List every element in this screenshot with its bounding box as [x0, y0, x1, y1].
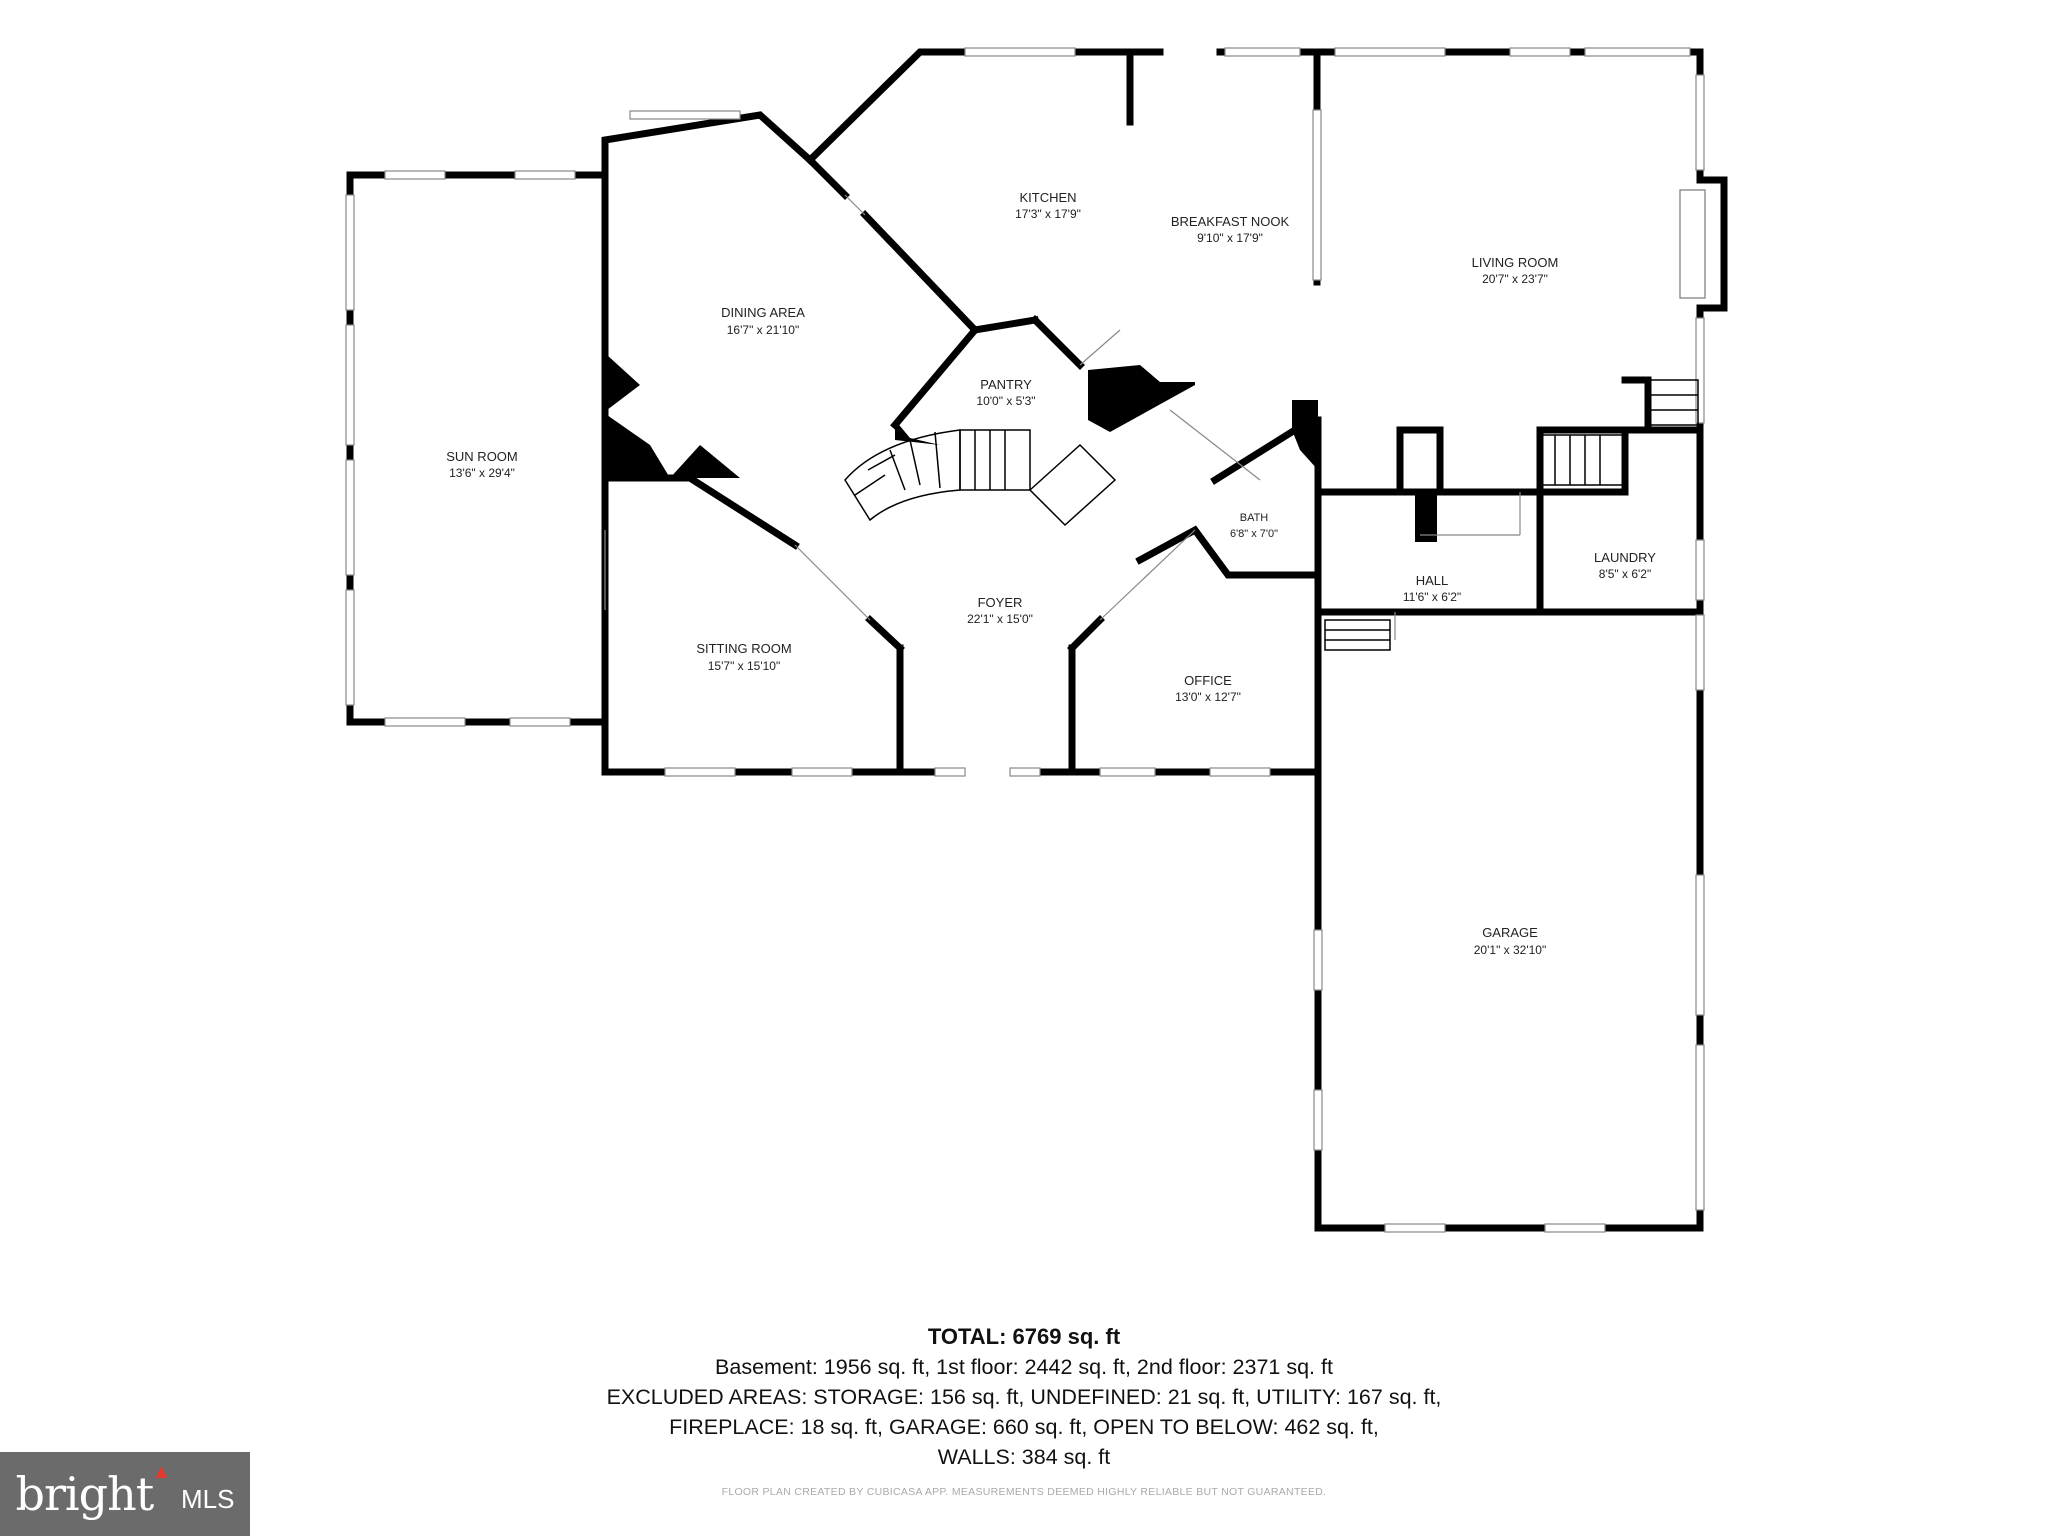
- solid-fills: [607, 355, 1437, 542]
- pantry-dims: 10'0" x 5'3": [976, 394, 1035, 408]
- living-room-name: LIVING ROOM: [1472, 255, 1559, 270]
- fireplace: [1679, 189, 1706, 299]
- disclaimer: FLOOR PLAN CREATED BY CUBICASA APP. MEAS…: [721, 1486, 1327, 1498]
- sun-room-dims: 13'6" x 29'4": [449, 466, 515, 480]
- laundry-name: LAUNDRY: [1594, 550, 1656, 565]
- office-dims: 13'0" x 12'7": [1175, 690, 1241, 704]
- total-area: TOTAL: 6769 sq. ft: [927, 1324, 1121, 1349]
- pantry-name: PANTRY: [980, 377, 1032, 392]
- floor-breakdown: Basement: 1956 sq. ft, 1st floor: 2442 s…: [715, 1355, 1333, 1379]
- kitchen-dims: 17'3" x 17'9": [1015, 207, 1081, 221]
- hall-name: HALL: [1416, 573, 1449, 588]
- logo-brand-text: bright: [15, 1467, 155, 1521]
- sitting-room-name: SITTING ROOM: [696, 641, 791, 656]
- logo-accent-icon: ▲: [151, 1460, 172, 1483]
- bath-name: BATH: [1240, 512, 1269, 524]
- breakfast-nook-name: BREAKFAST NOOK: [1171, 214, 1290, 229]
- laundry-dims: 8'5" x 6'2": [1599, 567, 1651, 581]
- hall-dims: 11'6" x 6'2": [1403, 590, 1461, 604]
- stairs: [844, 379, 1699, 651]
- garage-name: GARAGE: [1482, 925, 1538, 940]
- kitchen-name: KITCHEN: [1019, 190, 1076, 205]
- windows: [345, 47, 1705, 1233]
- area-summary: TOTAL: 6769 sq. ft Basement: 1956 sq. ft…: [0, 1322, 2048, 1472]
- garage-dims: 20'1" x 32'10": [1474, 943, 1547, 957]
- living-room-dims: 20'7" x 23'7": [1482, 272, 1548, 286]
- logo-mls-text: MLS: [181, 1483, 235, 1514]
- excluded-areas-line-2: FIREPLACE: 18 sq. ft, GARAGE: 660 sq. ft…: [669, 1415, 1379, 1439]
- thin-lines: [604, 194, 1521, 640]
- foyer-name: FOYER: [978, 595, 1023, 610]
- bright-mls-logo: bright ▲ MLS: [0, 1452, 250, 1536]
- sitting-room-dims: 15'7" x 15'10": [708, 659, 781, 673]
- dining-area-name: DINING AREA: [721, 305, 805, 320]
- sun-room-name: SUN ROOM: [446, 449, 518, 464]
- breakfast-nook-dims: 9'10" x 17'9": [1197, 231, 1263, 245]
- excluded-areas-line-1: EXCLUDED AREAS: STORAGE: 156 sq. ft, UND…: [606, 1385, 1442, 1409]
- room-labels: KITCHEN 17'3" x 17'9" BREAKFAST NOOK 9'1…: [446, 190, 1656, 957]
- floor-plan: KITCHEN 17'3" x 17'9" BREAKFAST NOOK 9'1…: [345, 47, 1728, 1233]
- foyer-dims: 22'1" x 15'0": [967, 612, 1033, 626]
- walls: [346, 48, 1728, 1232]
- office-name: OFFICE: [1184, 673, 1232, 688]
- excluded-areas-line-3: WALLS: 384 sq. ft: [937, 1445, 1111, 1469]
- dining-area-dims: 16'7" x 21'10": [727, 323, 800, 337]
- bath-dims: 6'8" x 7'0": [1230, 528, 1278, 540]
